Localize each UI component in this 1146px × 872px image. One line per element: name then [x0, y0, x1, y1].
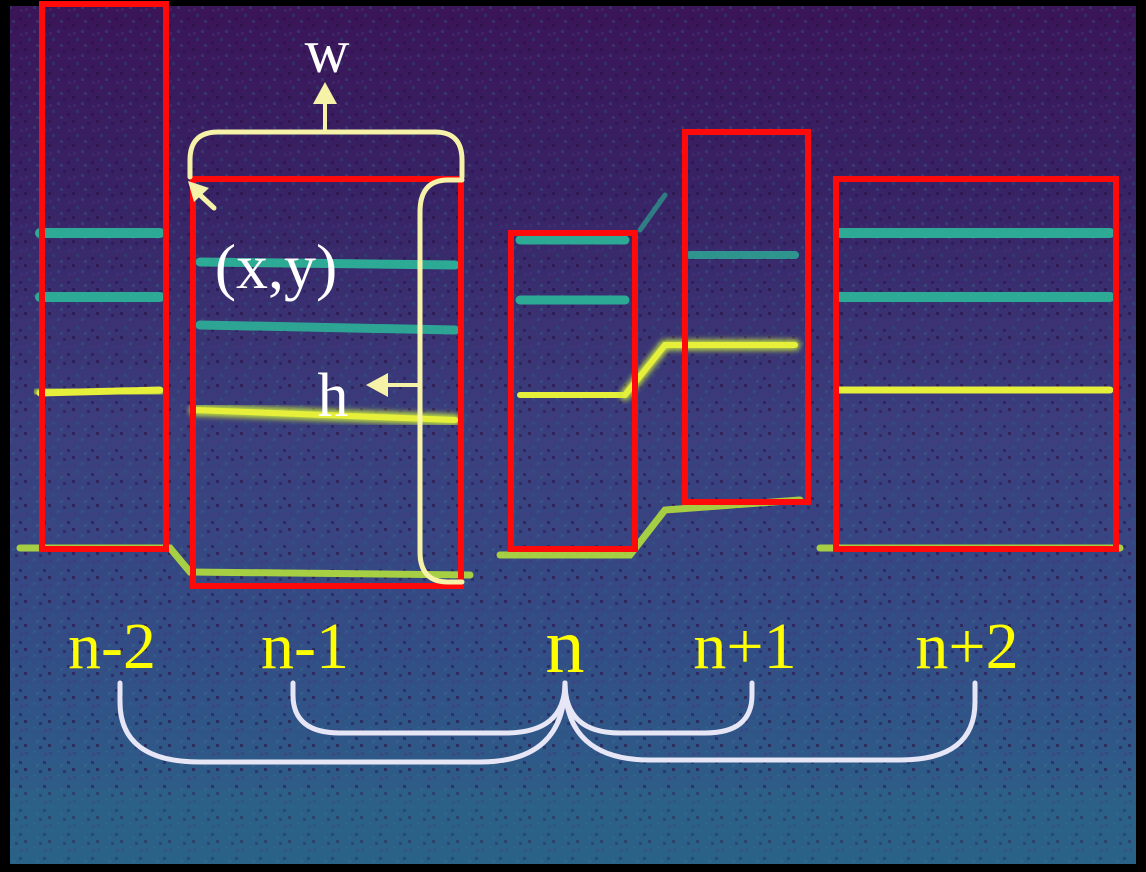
box-n-minus-1	[190, 176, 464, 589]
box-n-plus-2	[833, 176, 1119, 552]
index-labels: n-2 n-1 n n+1 n+2	[68, 602, 1019, 689]
geometry-annotations	[187, 82, 465, 585]
origin-arrow-head	[188, 181, 209, 202]
index-label-n-minus-2: n-2	[68, 610, 156, 683]
index-label-n-plus-2: n+2	[915, 610, 1018, 683]
context-braces	[117, 680, 978, 765]
width-arrow-head	[313, 82, 337, 104]
index-label-n-plus-1: n+1	[693, 610, 796, 683]
height-arrow-head	[366, 373, 388, 397]
height-label: h	[318, 362, 349, 430]
box-n-plus-1	[682, 129, 811, 505]
brace-n-plus-2	[562, 680, 978, 763]
box-n	[508, 230, 638, 552]
height-brace	[417, 177, 465, 585]
width-label: w	[305, 18, 350, 86]
bounding-boxes	[39, 1, 1119, 589]
index-label-n-minus-1: n-1	[261, 610, 349, 683]
index-label-n: n	[546, 602, 585, 689]
brace-n-minus-2	[117, 680, 568, 765]
origin-arrow-shaft	[197, 192, 217, 211]
box-n-minus-2	[39, 1, 169, 552]
origin-label: (x,y)	[215, 231, 338, 302]
brace-n-minus-1	[290, 680, 568, 736]
width-brace	[187, 129, 465, 180]
